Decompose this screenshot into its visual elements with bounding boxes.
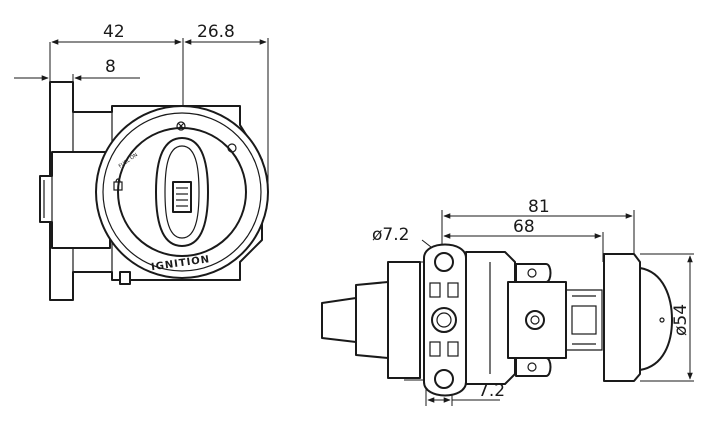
switch-housing <box>465 251 603 385</box>
mounting-plate <box>423 243 467 397</box>
dim-length-label: 68 <box>513 217 535 237</box>
dim-cap-diameter-label: ø54 <box>671 304 691 336</box>
front-view: 42 26.8 8 <box>14 22 269 301</box>
side-view: 81 68 ø7.2 50 7.2 <box>321 197 694 406</box>
center-boss <box>431 307 457 333</box>
mount-hole-bottom <box>434 369 454 389</box>
lock-icon <box>113 181 123 191</box>
dim-offset-label: 8 <box>105 57 116 77</box>
key-stem <box>321 261 421 379</box>
mount-hole-top <box>434 252 454 272</box>
dimension-overall-length: 81 <box>441 197 635 255</box>
dim-hole-offset-label: 7.2 <box>478 381 505 401</box>
dim-depth-label: 26.8 <box>197 22 235 42</box>
dimension-length: 68 <box>443 217 604 262</box>
dimension-offset: 8 <box>14 57 140 86</box>
center-rivet <box>525 310 545 330</box>
dim-width-label: 42 <box>103 22 125 42</box>
dimension-depth: 26.8 <box>184 22 269 200</box>
position-mark <box>176 121 186 131</box>
dim-hole-diameter-label: ø7.2 <box>372 225 409 245</box>
key-slot <box>172 181 192 213</box>
dimension-cap-diameter: ø54 <box>640 253 694 382</box>
knob-grip <box>155 137 209 247</box>
dim-overall-length-label: 81 <box>528 197 550 217</box>
knob-cap <box>603 253 673 382</box>
position-dot <box>227 143 237 153</box>
ignition-knob: FUEL ON IGNITION <box>95 105 269 279</box>
